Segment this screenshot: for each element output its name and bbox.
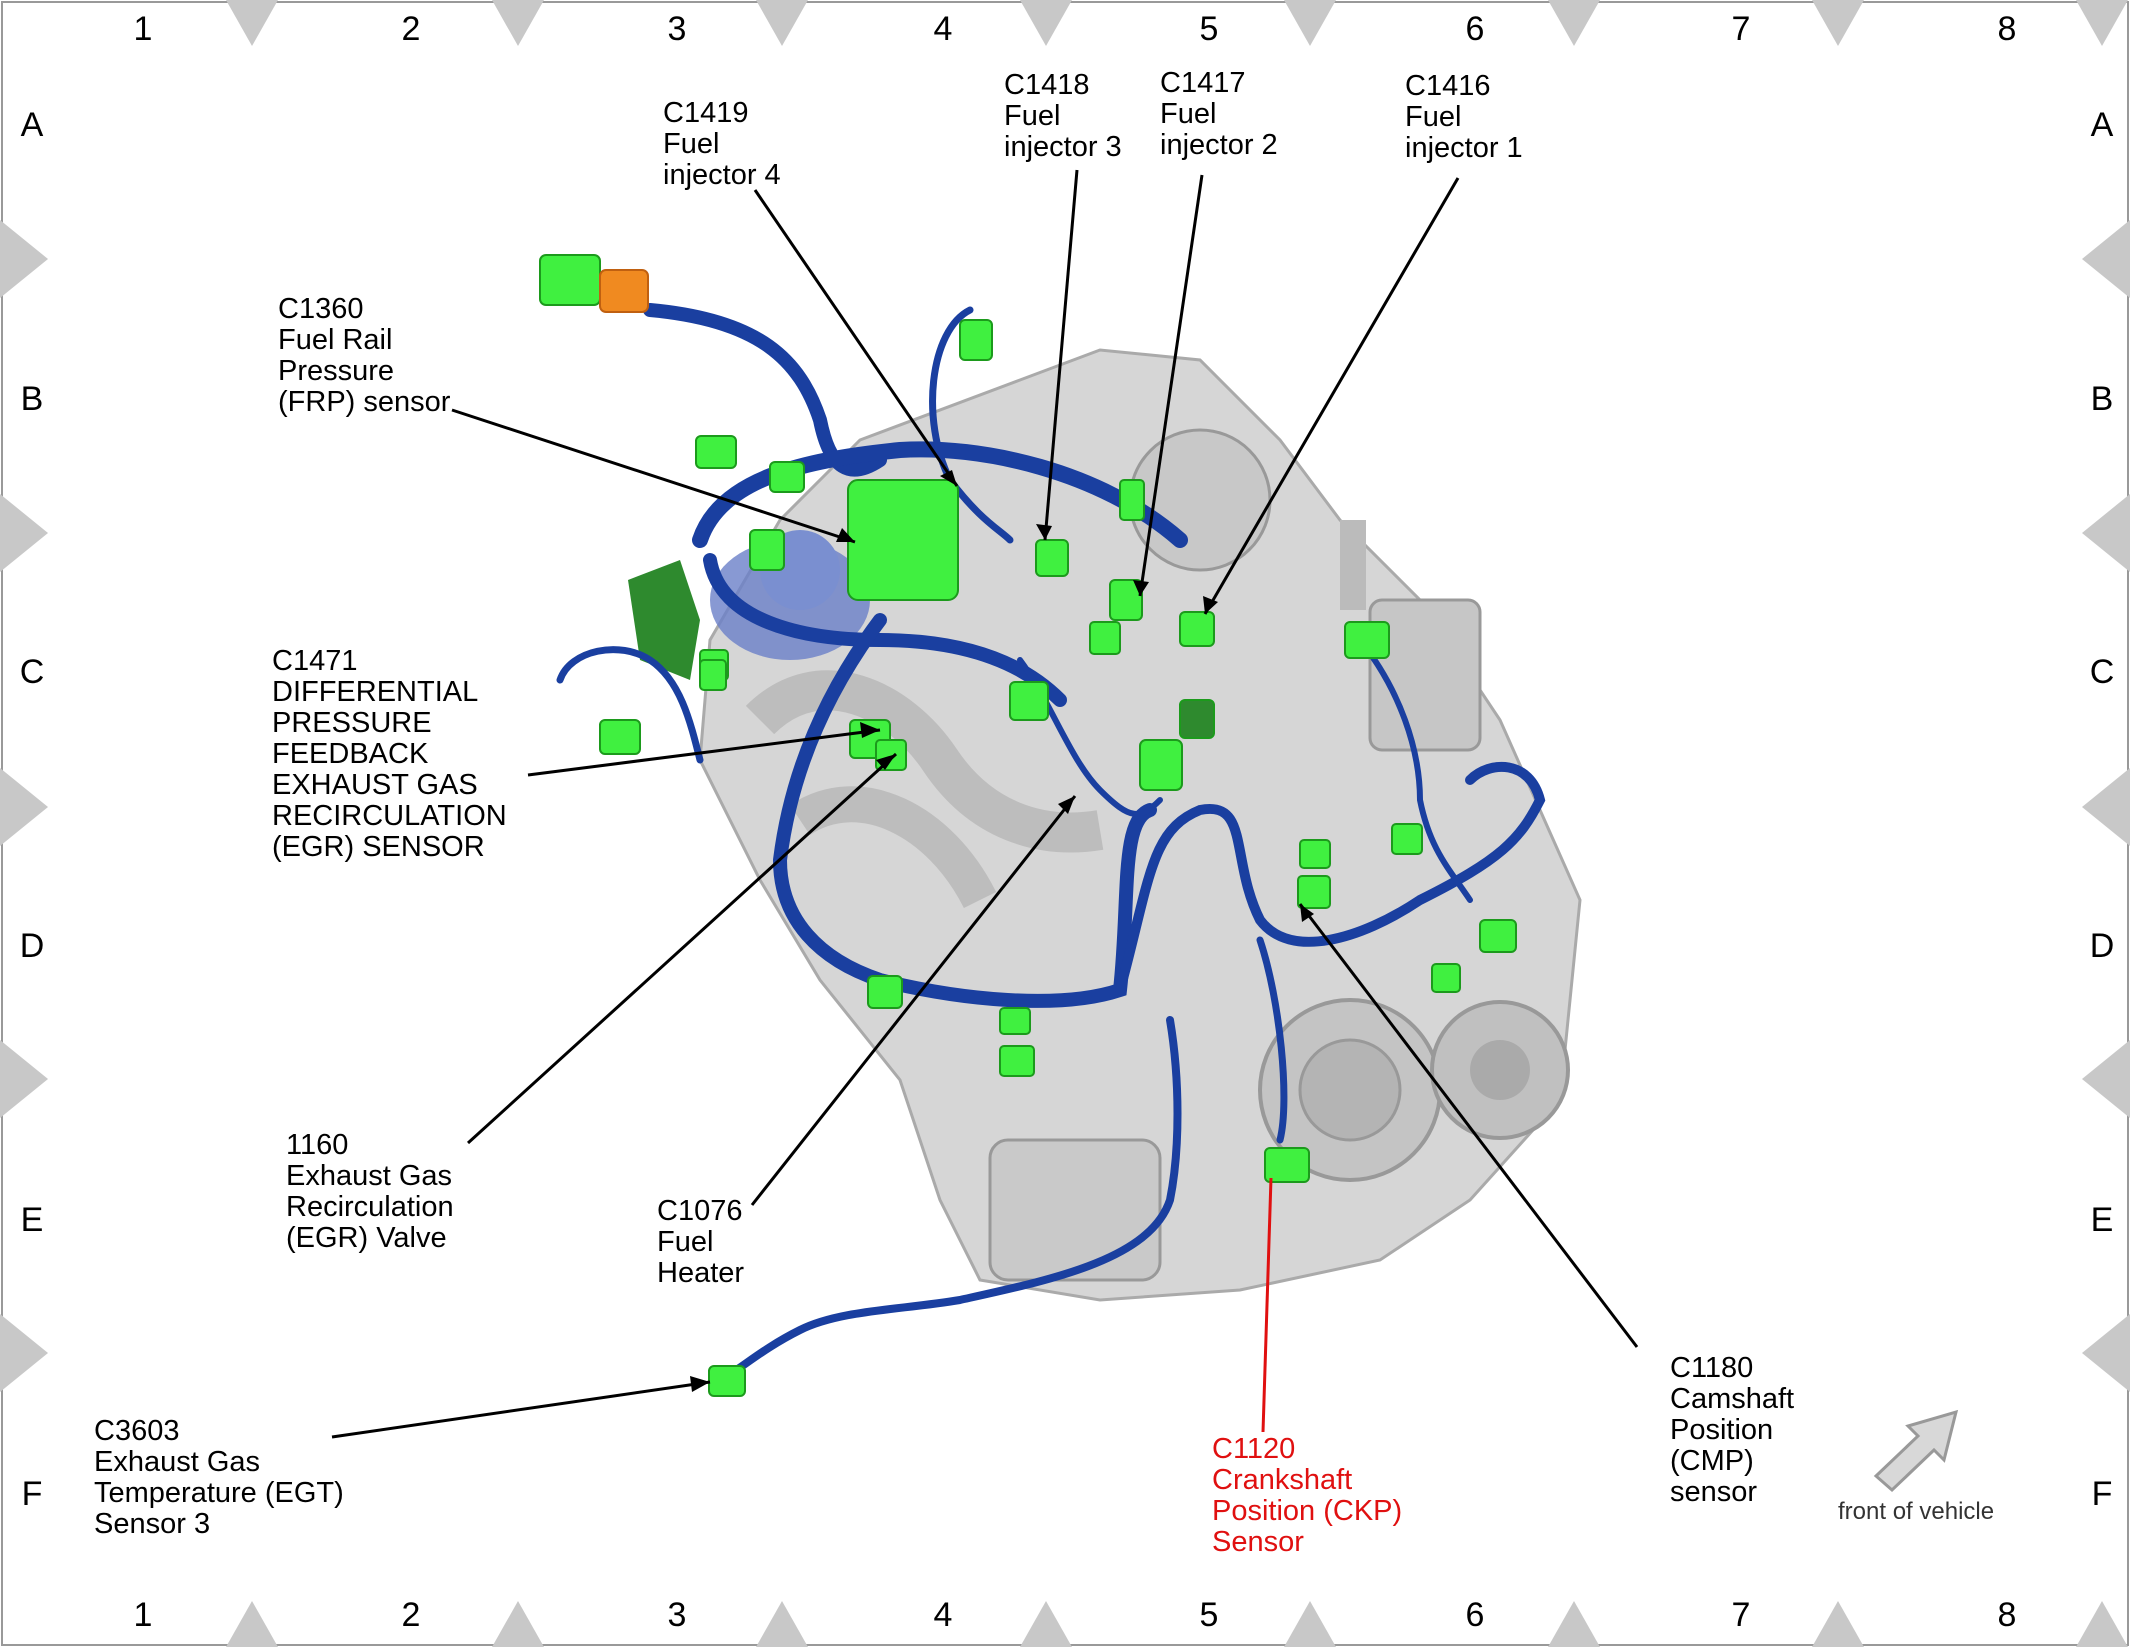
callout-c1076: C1076 Fuel Heater — [657, 1195, 745, 1289]
grid-row-a: A — [2090, 106, 2114, 144]
grid-row-d: D — [19, 927, 45, 965]
callout-c1160: 1160 Exhaust Gas Recirculation (EGR) Val… — [286, 1129, 454, 1254]
grid-row-c: C — [2089, 653, 2115, 691]
grid-col-5: 5 — [1199, 1596, 1219, 1634]
grid-col-5: 5 — [1199, 10, 1219, 48]
egr-assembly — [628, 530, 870, 680]
grid-col-1: 1 — [133, 10, 153, 48]
callout-c1120: C1120 Crankshaft Position (CKP) Sensor — [1212, 1433, 1403, 1558]
front-of-vehicle-label: front of vehicle — [1838, 1498, 1995, 1525]
grid-col-1: 1 — [133, 1596, 153, 1634]
leader-lines — [331, 169, 1639, 1439]
arrow-icon — [1873, 1409, 1959, 1493]
grid-col-6: 6 — [1465, 10, 1485, 48]
grid-row-c: C — [19, 653, 45, 691]
grid-col-2: 2 — [401, 10, 421, 48]
leader-line-c1120 — [1261, 1177, 1273, 1433]
grid-col-6: 6 — [1465, 1596, 1485, 1634]
connectors — [539, 254, 1517, 1397]
callout-c1418: C1418 Fuel injector 3 — [1004, 69, 1122, 163]
callout-c1419: C1419 Fuel injector 4 — [663, 97, 781, 191]
arrowheads — [690, 470, 1314, 1392]
grid-col-7: 7 — [1731, 10, 1751, 48]
grid-col-2: 2 — [401, 1596, 421, 1634]
grid-col-8: 8 — [1997, 10, 2017, 48]
grid-row-b: B — [2090, 380, 2114, 418]
grid-row-f: F — [2091, 1475, 2113, 1513]
grid-row-f: F — [21, 1475, 43, 1513]
callout-c1471: C1471 DIFFERENTIAL PRESSURE FEEDBACK EXH… — [272, 645, 507, 863]
grid-row-d: D — [2089, 927, 2115, 965]
grid-row-e: E — [20, 1201, 44, 1239]
grid-row-b: B — [20, 380, 44, 418]
grid-col-4: 4 — [933, 1596, 953, 1634]
grid-col-8: 8 — [1997, 1596, 2017, 1634]
callout-c1360: C1360 Fuel Rail Pressure (FRP) sensor — [278, 293, 451, 418]
grid-row-e: E — [2090, 1201, 2114, 1239]
grid-col-4: 4 — [933, 10, 953, 48]
grid-row-a: A — [20, 106, 44, 144]
callout-c1417: C1417 Fuel injector 2 — [1160, 67, 1278, 161]
callout-c1416: C1416 Fuel injector 1 — [1405, 70, 1523, 164]
callout-c3603: C3603 Exhaust Gas Temperature (EGT) Sens… — [94, 1415, 344, 1540]
grid-col-7: 7 — [1731, 1596, 1751, 1634]
callout-c1180: C1180 Camshaft Position (CMP) sensor — [1670, 1352, 1795, 1508]
grid-col-3: 3 — [667, 10, 687, 48]
grid-col-3: 3 — [667, 1596, 687, 1634]
